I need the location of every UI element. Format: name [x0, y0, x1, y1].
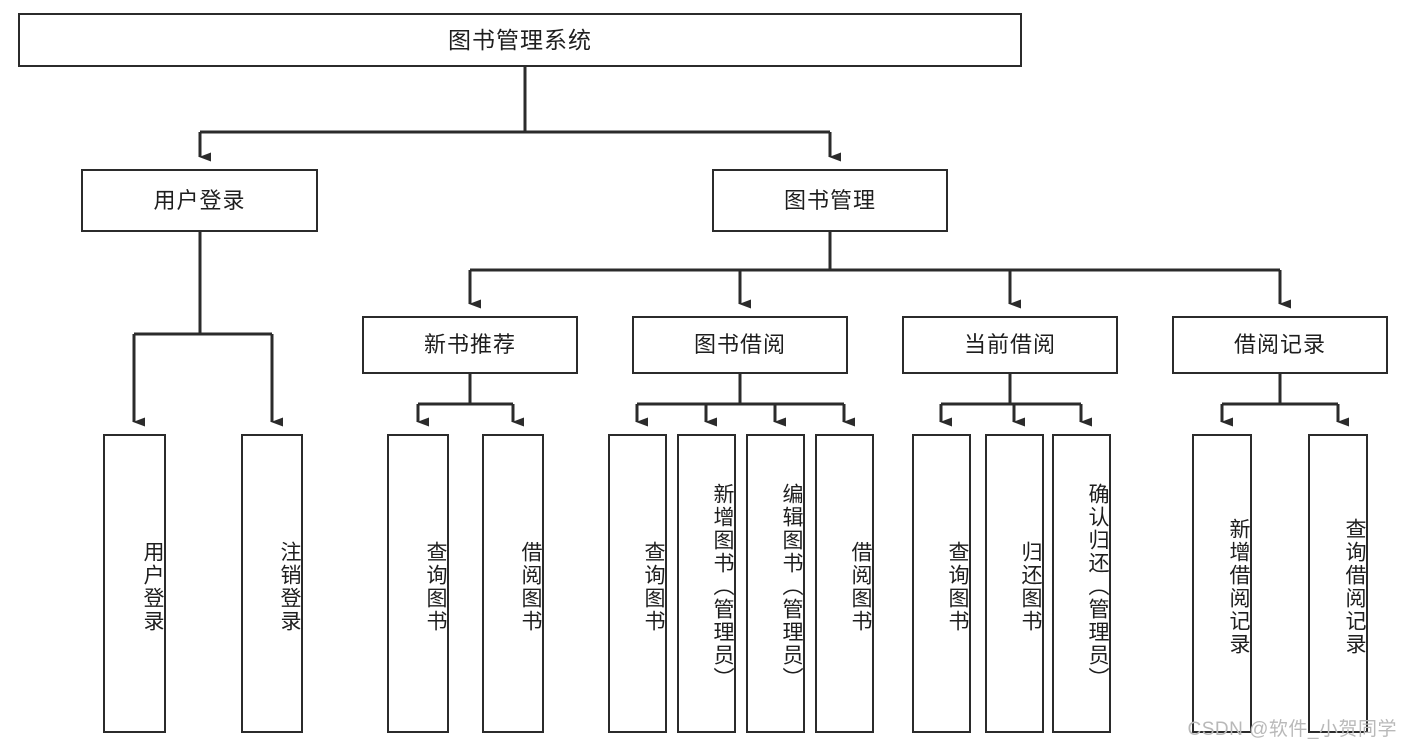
node-book-borrow[interactable]: 图书借阅	[632, 316, 848, 374]
node-root-label: 图书管理系统	[448, 26, 592, 53]
leaf-confirm-return[interactable]: 确认归还（管理员）	[1052, 434, 1111, 733]
leaf-query-record[interactable]: 查询借阅记录	[1308, 434, 1368, 733]
leaf-return-book[interactable]: 归还图书	[985, 434, 1044, 733]
leaf-query-record-label: 查询借阅记录	[1343, 517, 1366, 656]
node-current-borrow[interactable]: 当前借阅	[902, 316, 1118, 374]
leaf-add-book-label: 新增图书（管理员）	[711, 483, 734, 690]
leaf-return-book-label: 归还图书	[1019, 540, 1042, 633]
csdn-watermark: CSDN @软件_小贺同学	[1187, 719, 1397, 740]
leaf-user-logout[interactable]: 注销登录	[241, 434, 303, 733]
leaf-borrow-book-1-label: 借阅图书	[519, 540, 542, 633]
node-user-login[interactable]: 用户登录	[81, 169, 318, 232]
node-current-borrow-label: 当前借阅	[963, 332, 1056, 357]
leaf-query-book-3[interactable]: 查询图书	[912, 434, 971, 733]
leaf-query-book-3-label: 查询图书	[946, 540, 969, 633]
leaf-confirm-return-label: 确认归还（管理员）	[1086, 483, 1109, 690]
leaf-add-record-label: 新增借阅记录	[1227, 517, 1250, 656]
leaf-query-book-2-label: 查询图书	[642, 540, 665, 633]
leaf-user-login-label: 用户登录	[141, 540, 164, 633]
node-new-book-recommend-label: 新书推荐	[423, 332, 516, 357]
leaf-borrow-book-2[interactable]: 借阅图书	[815, 434, 874, 733]
node-book-manage-label: 图书管理	[783, 187, 876, 213]
leaf-borrow-book-2-label: 借阅图书	[849, 540, 872, 633]
leaf-user-logout-label: 注销登录	[278, 540, 301, 633]
node-user-login-label: 用户登录	[153, 187, 246, 213]
node-new-book-recommend[interactable]: 新书推荐	[362, 316, 578, 374]
leaf-query-book-2[interactable]: 查询图书	[608, 434, 667, 733]
leaf-add-book[interactable]: 新增图书（管理员）	[677, 434, 736, 733]
leaf-query-book-1-label: 查询图书	[424, 540, 447, 633]
leaf-borrow-book-1[interactable]: 借阅图书	[482, 434, 544, 733]
node-root[interactable]: 图书管理系统	[18, 13, 1022, 67]
leaf-edit-book[interactable]: 编辑图书（管理员）	[746, 434, 805, 733]
leaf-query-book-1[interactable]: 查询图书	[387, 434, 449, 733]
node-borrow-record-label: 借阅记录	[1233, 332, 1326, 357]
node-book-manage[interactable]: 图书管理	[712, 169, 948, 232]
node-borrow-record[interactable]: 借阅记录	[1172, 316, 1388, 374]
leaf-edit-book-label: 编辑图书（管理员）	[780, 483, 803, 690]
leaf-add-record[interactable]: 新增借阅记录	[1192, 434, 1252, 733]
leaf-user-login[interactable]: 用户登录	[103, 434, 166, 733]
node-book-borrow-label: 图书借阅	[693, 332, 786, 357]
